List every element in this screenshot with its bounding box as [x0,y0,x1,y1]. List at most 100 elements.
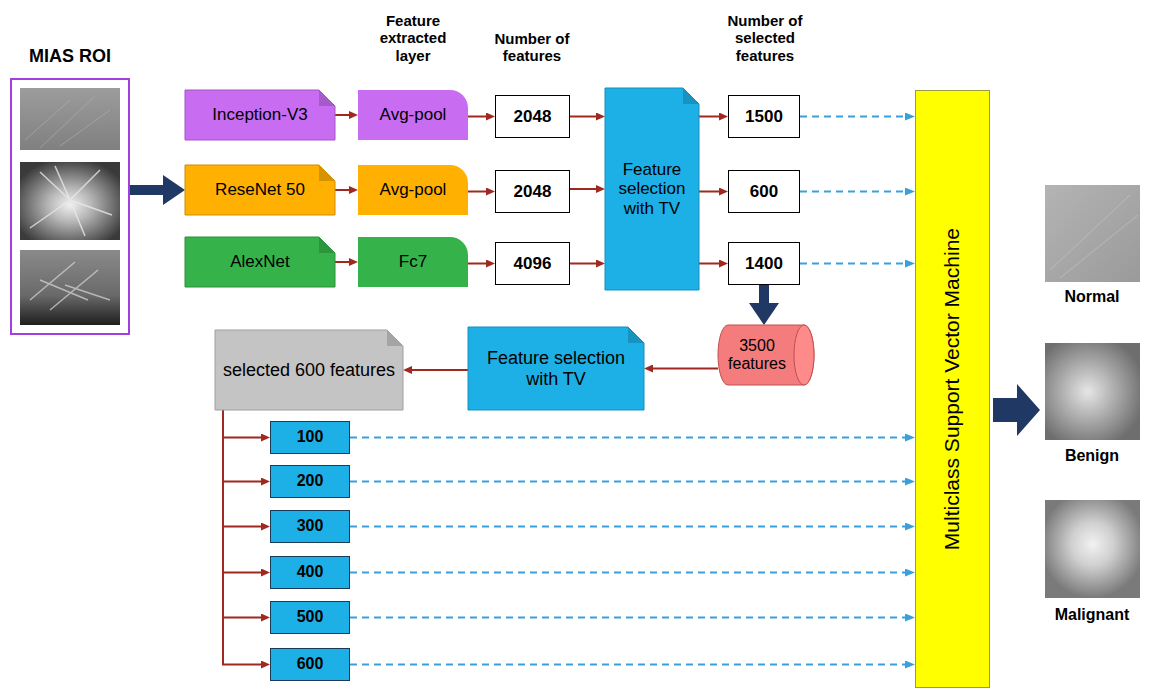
count-box: 1500 [728,95,800,138]
node-text: Avg-pool [380,105,447,125]
layer-box: Avg-pool [358,90,468,140]
cylinder-end [794,325,814,385]
node-text: ReseNet 50 [215,180,305,200]
layer-box: Fc7 [358,237,468,287]
connector-arrow [699,263,719,265]
connector-arrow [350,481,905,483]
benign-image [1045,343,1140,440]
count-box: 4096 [495,242,570,285]
connector-arrow [223,410,261,573]
node-text: 600 [297,655,324,673]
box-fill [605,88,699,290]
subset-box: 200 [270,465,350,498]
class-label: Malignant [1042,606,1142,624]
node-text: 3500 features [724,337,790,374]
mammogram-image [20,162,120,240]
connector-arrow [699,191,719,193]
node-text: Fc7 [399,252,427,272]
node-text: Feature selection with TV [474,348,638,389]
label-text: Malignant [1042,606,1142,624]
folded-corner [628,327,644,343]
node-text: selected 600 features [223,360,395,381]
node-text: Inception-V3 [212,105,307,125]
connector-arrow [223,410,261,527]
folded-corner [683,88,699,104]
column-header: Feature extracted layer [365,12,461,64]
connector-arrow [350,572,905,574]
connector-arrow [130,185,163,195]
connector-arrow [335,114,349,116]
model-box: Inception-V3 [185,90,335,140]
folded-corner [387,330,403,346]
output-arrow [993,384,1040,436]
count-box: 600 [728,170,800,213]
classifier-box: Multiclass Support Vector Machine [915,90,990,688]
label-text: Benign [1042,447,1142,465]
feature-set-box: selected 600 features [215,330,403,410]
column-header: Number of features [482,30,582,65]
count-box: 2048 [495,95,570,138]
connector-arrow [468,116,486,118]
node-text: 1500 [745,107,783,127]
connector-arrow [570,263,596,265]
box-fill [215,330,403,410]
connector-arrow [759,285,769,303]
folded-corner [319,237,335,253]
label-text: Feature extracted layer [365,12,461,64]
connector-arrow [800,116,905,118]
node-text: 1400 [745,254,783,274]
subset-box: 100 [270,421,350,454]
feature-store-cylinder: 3500 features [718,325,814,385]
box-fill [468,327,644,410]
model-box: AlexNet [185,237,335,287]
connector-arrow [223,410,261,482]
tissue-texture [25,96,110,148]
label-text: Number of features [482,30,582,65]
connector-arrow [335,261,349,263]
folded-corner [319,165,335,181]
connector-arrow [223,410,261,618]
box-fill [185,237,335,287]
mammogram-image [20,88,120,150]
connector-arrow [412,369,468,371]
connector-arrow [335,189,349,191]
normal-image [1045,185,1140,282]
column-header: Number of selected features [717,12,813,64]
selection-box: Feature selection with TV [605,88,699,290]
box-fill [185,90,335,140]
connector-arrow [570,116,596,118]
label-text: Number of selected features [717,12,813,64]
node-text: 4096 [514,254,552,274]
connector-arrow [800,263,905,265]
node-text: 2048 [514,182,552,202]
label-text: Normal [1042,288,1142,306]
node-text: 400 [297,563,324,581]
node-text: 200 [297,472,324,490]
connector-arrow [468,263,486,265]
tissue-texture [30,262,110,310]
node-text: Feature selection with TV [611,160,693,219]
count-box: 2048 [495,170,570,213]
subset-box: 500 [270,601,350,634]
connector-arrow [350,526,905,528]
connector-arrow [350,617,905,619]
subset-box: 400 [270,556,350,589]
folded-corner [319,90,335,106]
count-box: 1400 [728,242,800,285]
mammogram-image [20,250,120,325]
node-text: 300 [297,517,324,535]
node-text: Avg-pool [380,180,447,200]
panel-border [10,78,130,335]
node-text: Multiclass Support Vector Machine [940,228,964,550]
connector-arrow [570,188,596,190]
connector-arrow [223,410,261,438]
input-panel: MIAS ROI [10,38,130,335]
box-fill [185,165,335,215]
malignant-image [1045,500,1140,598]
subset-box: 600 [270,648,350,681]
layer-box: Avg-pool [358,165,468,215]
subset-box: 300 [270,510,350,543]
class-label: Benign [1042,447,1142,465]
node-text: AlexNet [230,252,290,272]
